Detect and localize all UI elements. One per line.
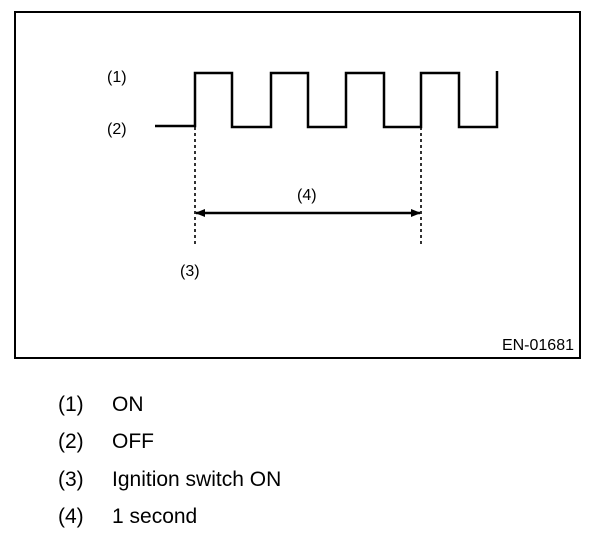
diagram-frame bbox=[15, 12, 580, 358]
legend-text: 1 second bbox=[112, 505, 197, 529]
legend-item: (3) Ignition switch ON bbox=[58, 461, 281, 499]
legend-item: (2) OFF bbox=[58, 424, 281, 462]
legend-number: (2) bbox=[58, 430, 112, 454]
legend-item: (1) ON bbox=[58, 386, 281, 424]
label-high-level: (1) bbox=[107, 69, 127, 86]
signal-waveform bbox=[155, 71, 497, 127]
legend-number: (4) bbox=[58, 505, 112, 529]
label-start-marker: (3) bbox=[180, 263, 200, 280]
label-interval: (4) bbox=[297, 187, 317, 204]
label-low-level: (2) bbox=[107, 121, 127, 138]
timing-diagram: (1) (2) (4) (3) EN-01681 bbox=[0, 0, 608, 370]
legend: (1) ON (2) OFF (3) Ignition switch ON (4… bbox=[58, 386, 281, 536]
legend-text: Ignition switch ON bbox=[112, 468, 281, 492]
legend-text: ON bbox=[112, 393, 144, 417]
legend-number: (1) bbox=[58, 393, 112, 417]
figure-code: EN-01681 bbox=[502, 337, 574, 354]
legend-number: (3) bbox=[58, 468, 112, 492]
legend-text: OFF bbox=[112, 430, 154, 454]
legend-item: (4) 1 second bbox=[58, 499, 281, 536]
